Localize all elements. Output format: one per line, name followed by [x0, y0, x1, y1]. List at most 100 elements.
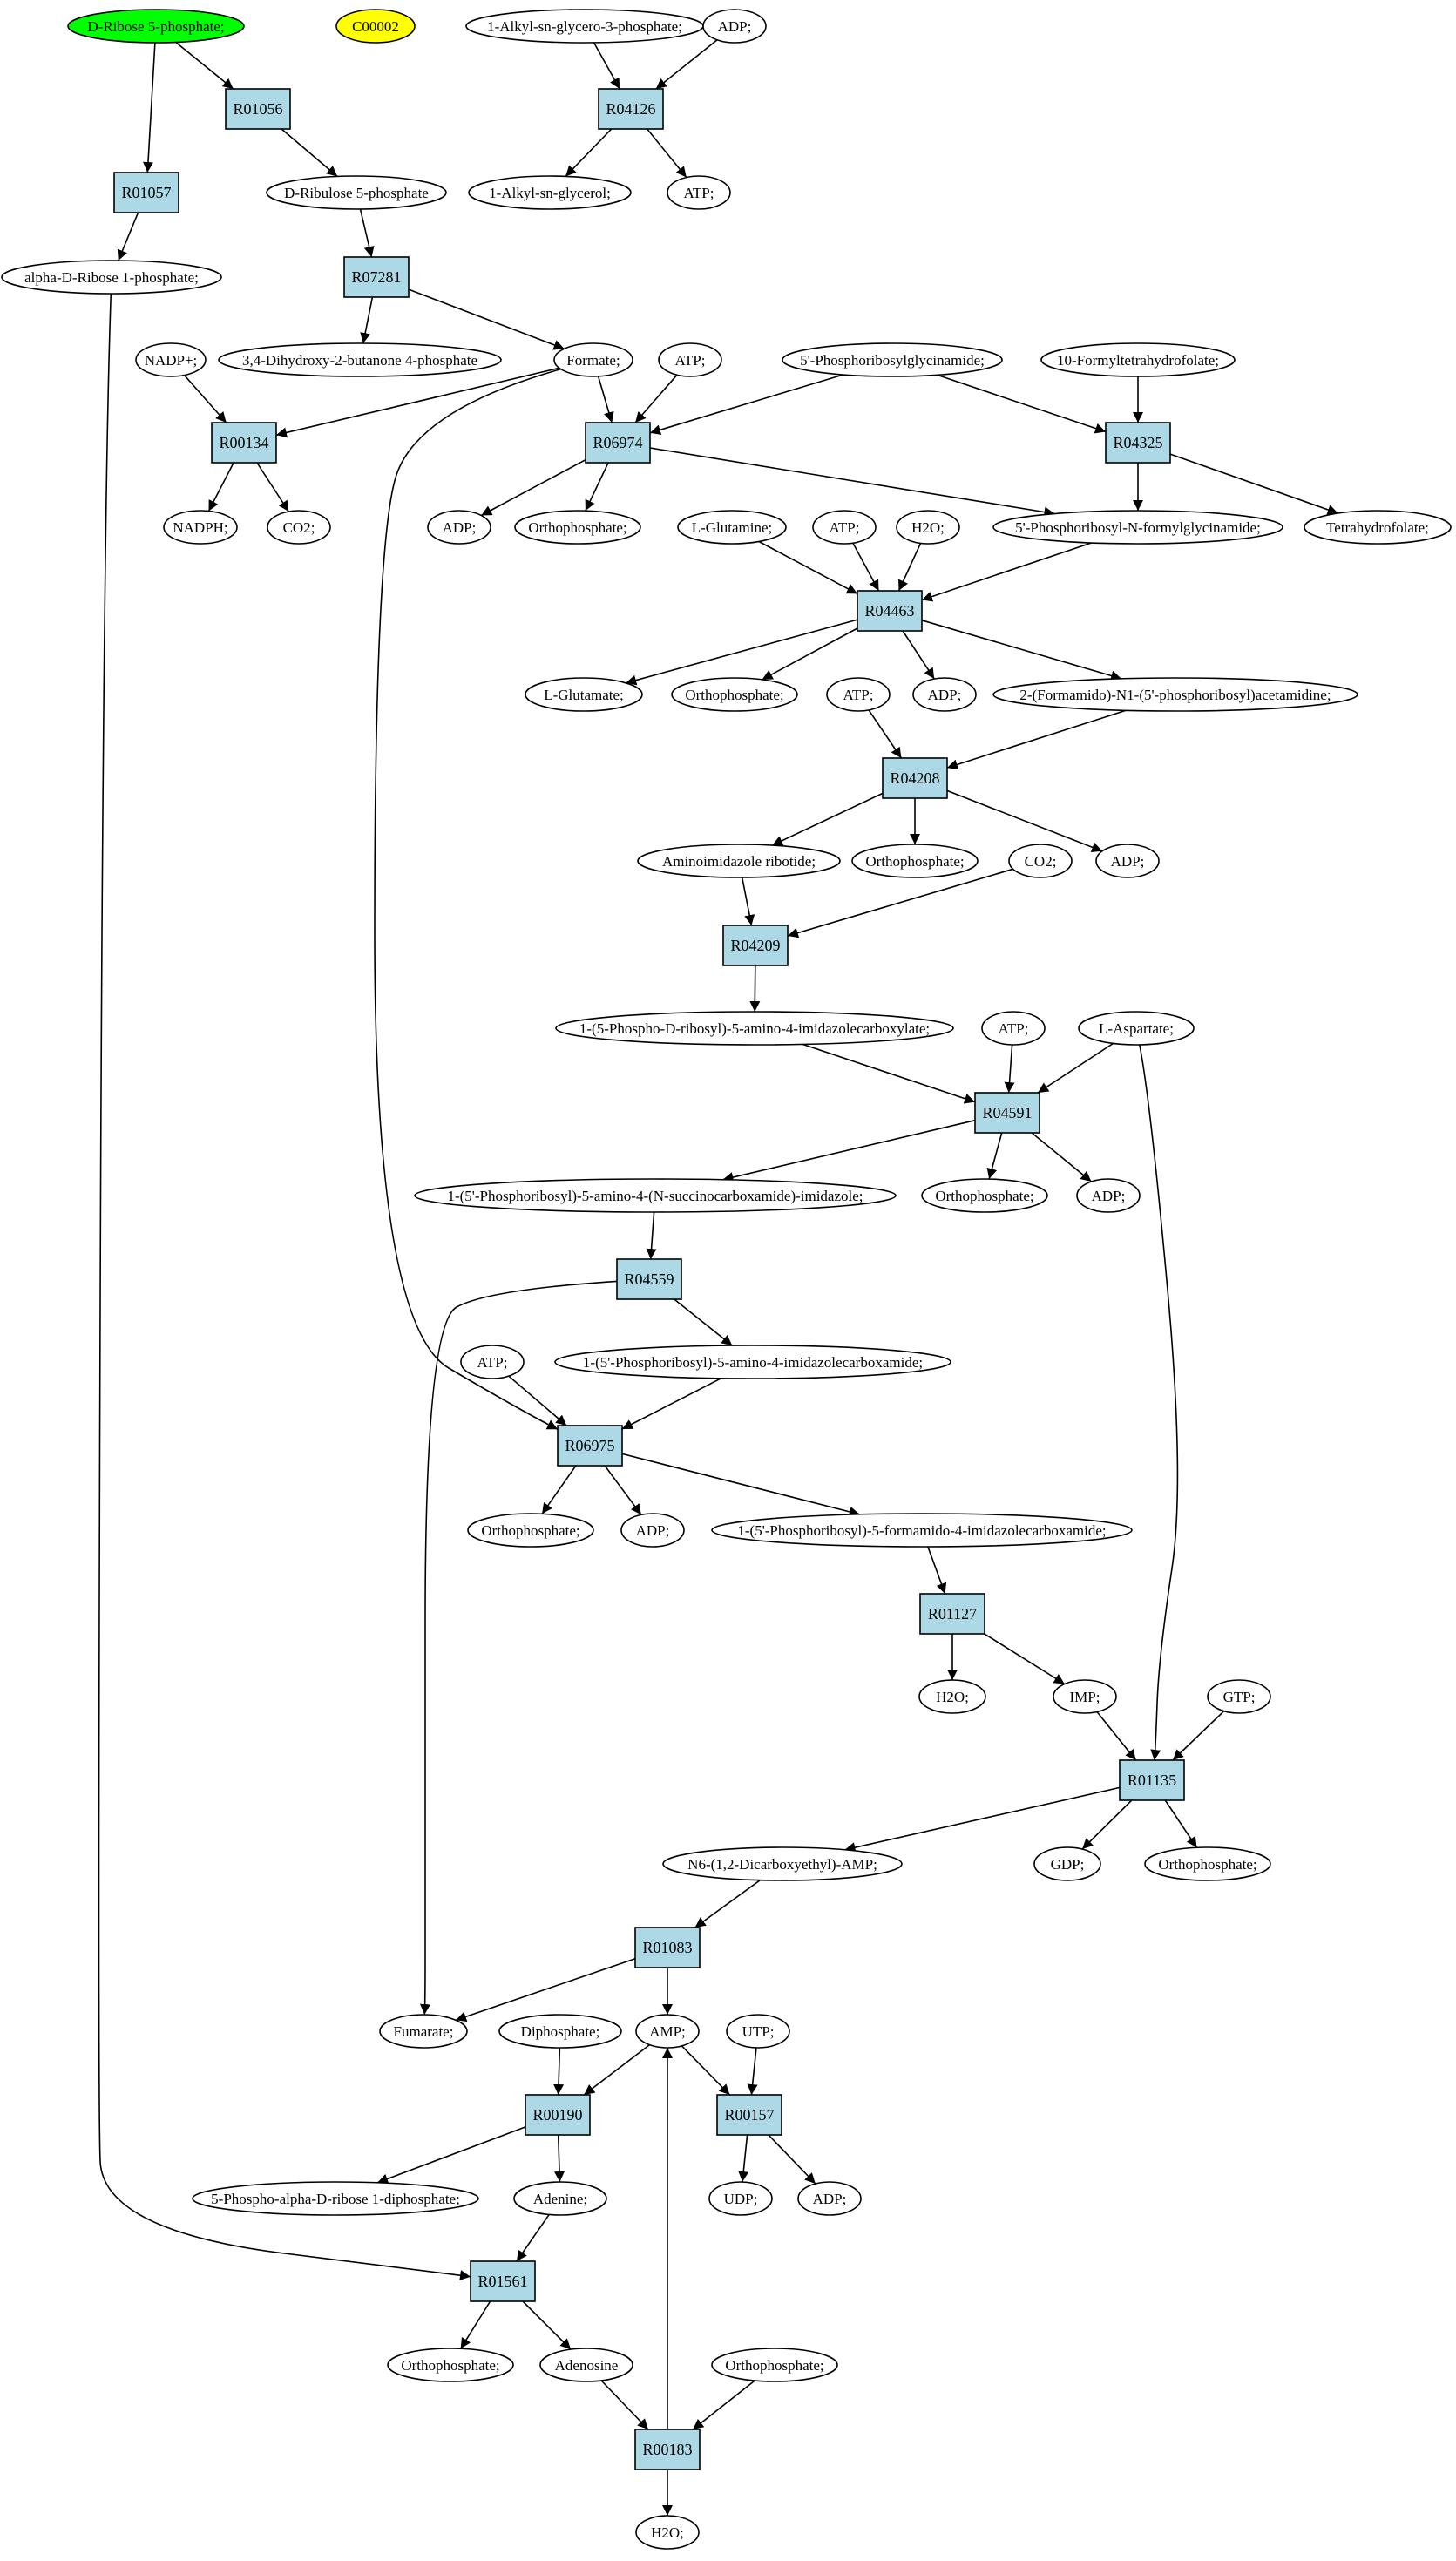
reaction-node-r_r01135[interactable]: R01135: [1119, 1759, 1185, 1801]
compound-node-c_adp_r06974[interactable]: ADP;: [427, 510, 491, 545]
compound-node-c_air[interactable]: Aminoimidazole ribotide;: [637, 844, 841, 878]
compound-node-c_nadph[interactable]: NADPH;: [163, 510, 238, 545]
compound-node-c_pi_r04463[interactable]: Orthophosphate;: [671, 677, 798, 712]
compound-node-c_adp_r06975[interactable]: ADP;: [620, 1513, 685, 1548]
compound-node-c_fgar[interactable]: 5'-Phosphoribosyl-N-formylglycinamide;: [992, 510, 1283, 545]
compound-node-c_fgam[interactable]: 2-(Formamido)-N1-(5'-phosphoribosyl)acet…: [992, 677, 1358, 712]
compound-node-c_atp_r04591[interactable]: ATP;: [981, 1011, 1046, 1046]
reaction-node-r_r04463[interactable]: R04463: [857, 590, 923, 632]
reaction-node-r_r04559[interactable]: R04559: [616, 1258, 682, 1300]
compound-label: Orthophosphate;: [685, 687, 783, 703]
edge-r_r04463-to-c_fgam: [921, 620, 1122, 681]
reaction-node-r_r01083[interactable]: R01083: [634, 1927, 701, 1968]
compound-node-c_adp_r04591[interactable]: ADP;: [1076, 1178, 1141, 1213]
compound-node-c_formylthf[interactable]: 10-Formyltetrahydrofolate;: [1040, 342, 1236, 377]
compound-node-c_atp_r04126[interactable]: ATP;: [667, 175, 731, 210]
reaction-node-r_r01056[interactable]: R01056: [225, 88, 291, 130]
compound-node-c_diphosphate[interactable]: Diphosphate;: [498, 2014, 622, 2049]
compound-node-c_utp[interactable]: UTP;: [726, 2014, 790, 2049]
compound-label: NADPH;: [173, 519, 227, 536]
compound-label: C00002: [352, 18, 399, 35]
reaction-node-r_r04126[interactable]: R04126: [598, 88, 664, 130]
compound-label: Aminoimidazole ribotide;: [662, 853, 816, 870]
compound-node-c_pi_r06974[interactable]: Orthophosphate;: [514, 510, 641, 545]
compound-node-c_pi_r00183[interactable]: Orthophosphate;: [711, 2348, 838, 2382]
compound-node-c_atp_r04208[interactable]: ATP;: [826, 677, 891, 712]
compound-node-c_thf[interactable]: Tetrahydrofolate;: [1304, 510, 1452, 545]
compound-node-c_fumarate[interactable]: Fumarate;: [379, 2014, 468, 2049]
compound-node-c_adp_r04463[interactable]: ADP;: [912, 677, 977, 712]
compound-node-c_nadp[interactable]: NADP+;: [135, 342, 207, 377]
compound-node-c_d_ribose5p[interactable]: D-Ribose 5-phosphate;: [67, 9, 245, 44]
compound-node-c_h2o_r04463[interactable]: H2O;: [896, 510, 960, 545]
reaction-node-r_r04591[interactable]: R04591: [974, 1092, 1040, 1134]
compound-node-c_pi_r06975[interactable]: Orthophosphate;: [467, 1513, 594, 1548]
reaction-node-r_r00134[interactable]: R00134: [211, 422, 277, 464]
edge-r_r04463-to-c_pi_r04463: [762, 627, 858, 681]
compound-node-c_atp_r06974[interactable]: ATP;: [658, 342, 722, 377]
reaction-label: R07281: [351, 268, 401, 286]
compound-node-c_pi_r01561[interactable]: Orthophosphate;: [387, 2348, 514, 2382]
reaction-box: [598, 88, 664, 130]
edge-r_r04559-to-c_aicar: [674, 1298, 733, 1346]
compound-ellipse: [553, 342, 633, 377]
reaction-node-r_r04325[interactable]: R04325: [1105, 422, 1171, 464]
compound-node-c_d_ribulose5p[interactable]: D-Ribulose 5-phosphate: [266, 175, 447, 210]
compound-node-c_lglutamine[interactable]: L-Glutamine;: [677, 510, 787, 545]
edge-c_atp_r04463-to-r_r04463: [852, 542, 880, 592]
compound-node-c_formate[interactable]: Formate;: [553, 342, 633, 377]
compound-node-c_imp[interactable]: IMP;: [1053, 1679, 1117, 1714]
compound-node-c_adenylosuccinate[interactable]: N6-(1,2-Dicarboxyethyl)-AMP;: [662, 1846, 903, 1881]
compound-node-c_co2_r00134[interactable]: CO2;: [267, 510, 331, 545]
compound-ellipse: [912, 677, 977, 712]
reaction-node-r_r01561[interactable]: R01561: [470, 2260, 536, 2302]
compound-node-c_pi_r04208[interactable]: Orthophosphate;: [851, 844, 979, 878]
compound-node-c_gdp[interactable]: GDP;: [1033, 1846, 1101, 1881]
edge-c_imp-to-r_r01135: [1096, 1711, 1137, 1761]
compound-node-c_h2o_r01127[interactable]: H2O;: [918, 1679, 986, 1714]
edge-r_r00190-to-c_adenine: [554, 2134, 565, 2183]
compound-node-c_alkylglycerol[interactable]: 1-Alkyl-sn-glycerol;: [468, 175, 632, 210]
compound-node-c_gtp[interactable]: GTP;: [1207, 1679, 1271, 1714]
compound-node-c_amp[interactable]: AMP;: [635, 2014, 700, 2049]
compound-node-c_saicar[interactable]: 1-(5'-Phosphoribosyl)-5-amino-4-(N-succi…: [414, 1178, 897, 1213]
compound-ellipse: [637, 844, 841, 878]
compound-node-c_alkylglycero3p[interactable]: 1-Alkyl-sn-glycero-3-phosphate;: [465, 9, 704, 44]
reaction-node-r_r06974[interactable]: R06974: [585, 422, 651, 464]
compound-node-c_lglutamate[interactable]: L-Glutamate;: [525, 677, 643, 712]
compound-node-c_adp_r00157[interactable]: ADP;: [797, 2181, 862, 2216]
compound-node-c_atp_r04463[interactable]: ATP;: [812, 510, 877, 545]
compound-node-c_alpha_ribose1p[interactable]: alpha-D-Ribose 1-phosphate;: [1, 260, 222, 295]
compound-node-c_cair[interactable]: 1-(5-Phospho-D-ribosyl)-5-amino-4-imidaz…: [555, 1011, 954, 1046]
compound-node-c_pi_r01135[interactable]: Orthophosphate;: [1144, 1846, 1271, 1881]
compound-node-c_udp[interactable]: UDP;: [708, 2181, 773, 2216]
reaction-node-r_r01127[interactable]: R01127: [919, 1593, 985, 1635]
compound-node-c_h2o_r00183[interactable]: H2O;: [635, 2515, 700, 2550]
compound-node-c_adp_r04208[interactable]: ADP;: [1095, 844, 1160, 878]
compound-node-c_adenosine[interactable]: Adenosine: [539, 2348, 633, 2382]
compound-node-c_atp_r06975[interactable]: ATP;: [460, 1345, 525, 1379]
compound-node-c_pi_r04591[interactable]: Orthophosphate;: [921, 1178, 1048, 1213]
reaction-node-r_r07281[interactable]: R07281: [343, 256, 410, 298]
compound-node-c_co2_r04209[interactable]: CO2;: [1008, 844, 1073, 878]
compound-node-c_gar[interactable]: 5'-Phosphoribosylglycinamide;: [782, 342, 1003, 377]
reaction-node-r_r04208[interactable]: R04208: [882, 757, 948, 799]
reaction-node-r_r06975[interactable]: R06975: [557, 1425, 623, 1467]
reaction-node-r_r04209[interactable]: R04209: [722, 925, 789, 966]
edge-r_r01135-to-c_adenylosuccinate: [844, 1786, 1121, 1853]
reaction-box: [919, 1593, 985, 1635]
compound-label: AMP;: [649, 2023, 686, 2040]
compound-node-c_c00002[interactable]: C00002: [335, 9, 416, 44]
compound-ellipse: [671, 677, 798, 712]
compound-node-c_faicar[interactable]: 1-(5'-Phosphoribosyl)-5-formamido-4-imid…: [711, 1513, 1133, 1548]
compound-node-c_aicar[interactable]: 1-(5'-Phosphoribosyl)-5-amino-4-imidazol…: [554, 1345, 951, 1379]
reaction-node-r_r00157[interactable]: R00157: [716, 2094, 782, 2136]
reaction-node-r_r00190[interactable]: R00190: [525, 2094, 591, 2136]
compound-node-c_dihydroxybutanone[interactable]: 3,4-Dihydroxy-2-butanone 4-phosphate: [218, 342, 502, 377]
compound-node-c_prpp[interactable]: 5-Phospho-alpha-D-ribose 1-diphosphate;: [192, 2181, 479, 2216]
compound-node-c_adenine[interactable]: Adenine;: [513, 2181, 607, 2216]
compound-node-c_adp_top[interactable]: ADP;: [702, 9, 767, 44]
reaction-node-r_r01057[interactable]: R01057: [113, 172, 179, 213]
compound-node-c_laspartate[interactable]: L-Aspartate;: [1078, 1011, 1195, 1046]
reaction-node-r_r00183[interactable]: R00183: [634, 2429, 701, 2470]
